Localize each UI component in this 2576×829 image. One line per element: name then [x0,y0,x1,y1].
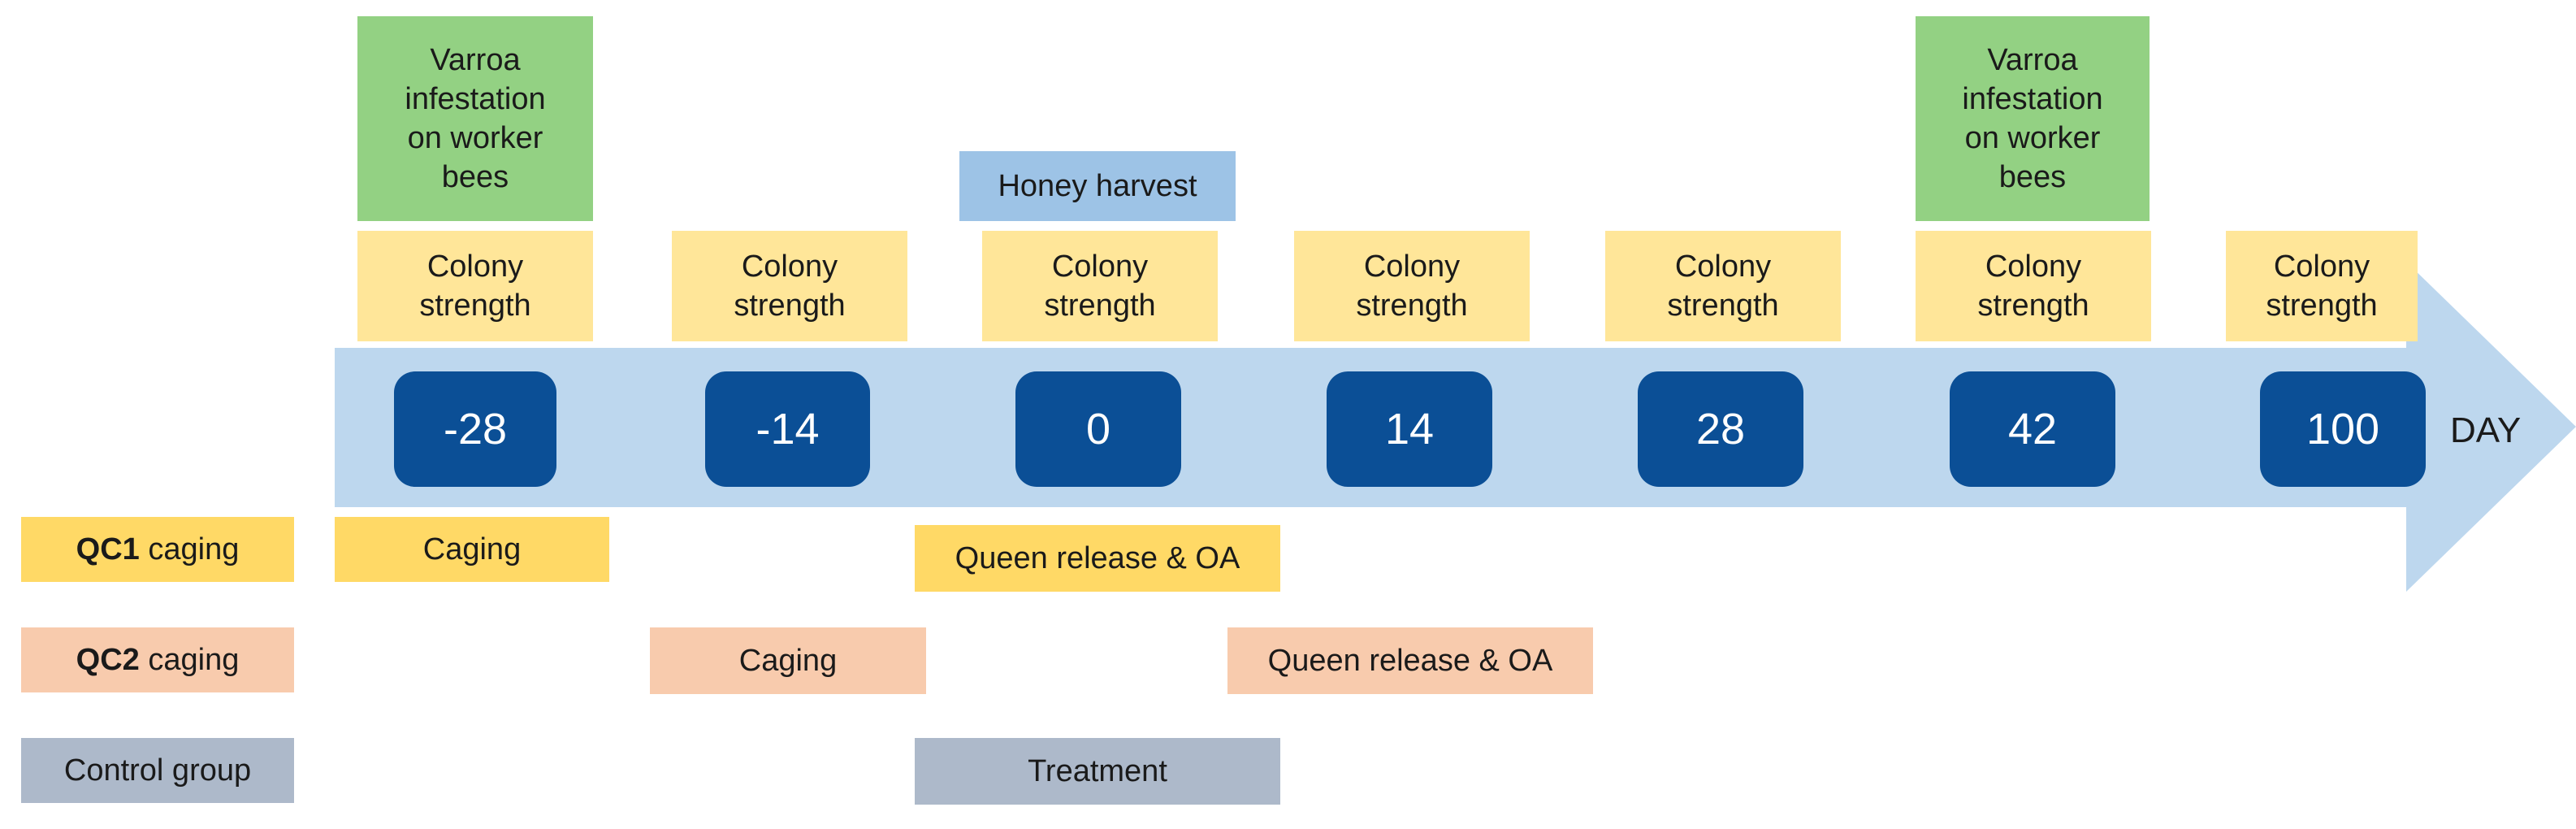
colony-strength-box: Colony strength [982,231,1218,341]
day-marker: 42 [1950,371,2115,487]
qc2-group-name: QC2 [76,643,140,677]
control-treatment-event: Treatment [915,738,1280,805]
colony-strength-box: Colony strength [2226,231,2418,341]
qc2-group-label: QC2 caging [21,627,294,692]
day-marker: 100 [2260,371,2426,487]
qc1-release-event: Queen release & OA [915,525,1280,592]
day-marker: 0 [1015,371,1181,487]
varroa-box-day-minus-28: Varroa infestation on worker bees [357,16,593,221]
qc1-group-suffix: caging [139,532,240,566]
qc2-release-event: Queen release & OA [1227,627,1593,694]
honey-harvest-box: Honey harvest [959,151,1236,221]
qc1-group-label: QC1 caging [21,517,294,582]
day-marker: 28 [1638,371,1803,487]
control-group-label: Control group [21,738,294,803]
day-marker: 14 [1327,371,1492,487]
qc2-caging-event: Caging [650,627,926,694]
day-marker: -28 [394,371,556,487]
qc1-caging-event: Caging [335,517,609,582]
colony-strength-box: Colony strength [672,231,907,341]
colony-strength-box: Colony strength [1605,231,1841,341]
day-axis-label: DAY [2450,410,2522,450]
colony-strength-box: Colony strength [1294,231,1530,341]
qc2-group-suffix: caging [139,643,240,677]
colony-strength-box: Colony strength [357,231,593,341]
qc1-group-name: QC1 [76,532,140,566]
colony-strength-box: Colony strength [1916,231,2151,341]
varroa-box-day-42: Varroa infestation on worker bees [1916,16,2150,221]
day-marker: -14 [705,371,870,487]
